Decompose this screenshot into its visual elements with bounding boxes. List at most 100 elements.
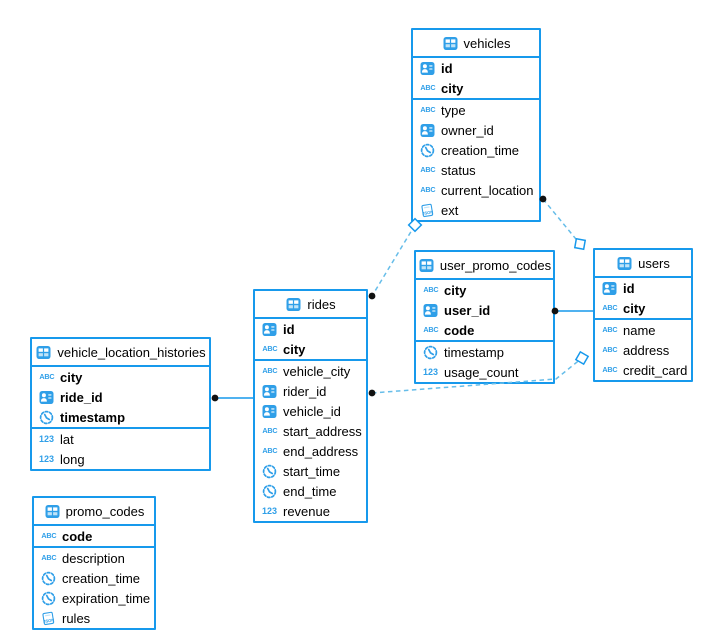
text-icon: ABC	[261, 446, 278, 456]
relationship-line-0	[542, 198, 581, 245]
table-header[interactable]: vehicles	[413, 30, 539, 58]
text-icon: ABC	[601, 303, 618, 313]
table-header[interactable]: promo_codes	[34, 498, 154, 526]
field-name: end_time	[283, 483, 337, 499]
field-row-user_id[interactable]: user_id	[416, 300, 553, 320]
time-icon	[40, 591, 57, 606]
field-name: id	[623, 280, 635, 296]
field-name: id	[283, 321, 295, 337]
field-row-owner_id[interactable]: owner_id	[413, 120, 539, 140]
text-icon: ABC	[422, 285, 439, 295]
field-row-rules[interactable]: JSON rules	[34, 608, 154, 628]
table-icon	[44, 504, 61, 519]
table-icon	[35, 345, 52, 360]
table-title: rides	[307, 296, 336, 312]
text-icon: ABC	[601, 345, 618, 355]
field-row-address[interactable]: ABC address	[595, 340, 691, 360]
field-row-timestamp[interactable]: timestamp	[32, 407, 209, 427]
field-name: name	[623, 322, 656, 338]
field-name: address	[623, 342, 670, 358]
field-row-end_address[interactable]: ABC end_address	[255, 441, 366, 461]
table-header[interactable]: rides	[255, 291, 366, 319]
field-row-end_time[interactable]: end_time	[255, 481, 366, 501]
text-icon: ABC	[261, 344, 278, 354]
field-row-city[interactable]: ABC city	[255, 339, 366, 359]
field-name: timestamp	[60, 409, 126, 425]
field-name: rules	[62, 610, 91, 626]
relationship-dot-endpoint	[368, 389, 376, 397]
field-name: type	[441, 102, 466, 118]
id-icon	[261, 384, 278, 399]
field-row-start_time[interactable]: start_time	[255, 461, 366, 481]
field-name: code	[444, 322, 475, 338]
field-name: city	[283, 341, 306, 357]
text-icon: ABC	[419, 83, 436, 93]
table-title: promo_codes	[65, 503, 145, 519]
svg-text:JSON: JSON	[43, 617, 55, 624]
table-title: vehicle_location_histories	[57, 344, 206, 360]
field-row-id[interactable]: id	[413, 58, 539, 78]
field-row-name[interactable]: ABC name	[595, 320, 691, 340]
relationship-dot-endpoint	[368, 292, 376, 300]
field-row-id[interactable]: id	[595, 278, 691, 298]
field-row-expiration_time[interactable]: expiration_time	[34, 588, 154, 608]
field-name: ext	[441, 202, 459, 218]
field-row-code[interactable]: ABC code	[416, 320, 553, 340]
number-icon: 123	[38, 453, 55, 464]
table-icon	[285, 297, 302, 312]
table-header[interactable]: user_promo_codes	[416, 252, 553, 280]
number-icon: 123	[261, 505, 278, 516]
field-row-rider_id[interactable]: rider_id	[255, 381, 366, 401]
field-row-creation_time[interactable]: creation_time	[413, 140, 539, 160]
time-icon	[40, 571, 57, 586]
field-row-timestamp[interactable]: timestamp	[416, 342, 553, 362]
text-icon: ABC	[422, 325, 439, 335]
table-title: vehicles	[463, 35, 511, 51]
table-icon	[442, 36, 459, 51]
field-row-creation_time[interactable]: creation_time	[34, 568, 154, 588]
field-row-id[interactable]: id	[255, 319, 366, 339]
field-name: end_address	[283, 443, 359, 459]
text-icon: ABC	[601, 325, 618, 335]
id-icon	[419, 123, 436, 138]
field-row-vehicle_id[interactable]: vehicle_id	[255, 401, 366, 421]
json-icon: JSON	[40, 611, 57, 626]
table-header[interactable]: vehicle_location_histories	[32, 339, 209, 367]
text-icon: ABC	[261, 366, 278, 376]
field-row-ride_id[interactable]: ride_id	[32, 387, 209, 407]
id-icon	[261, 322, 278, 337]
table-header[interactable]: users	[595, 250, 691, 278]
